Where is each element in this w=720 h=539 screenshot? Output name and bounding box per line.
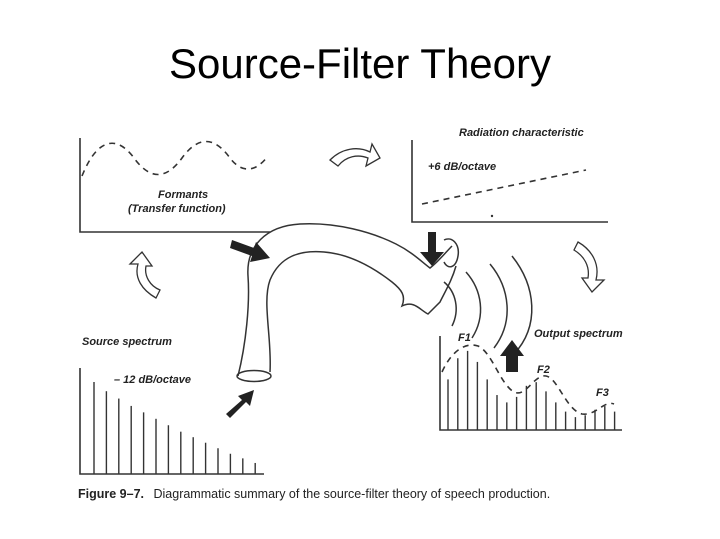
arrow-to-output — [500, 340, 524, 372]
radiation-axes — [411, 140, 608, 223]
vocal-tract-outline — [237, 222, 457, 377]
output-envelope — [441, 344, 615, 415]
figure-caption-text: Diagrammatic summary of the source-filte… — [153, 487, 550, 501]
radiation-dot — [490, 214, 494, 218]
wave-arc-1 — [443, 281, 457, 327]
figure-number: Figure 9–7. — [78, 487, 144, 501]
solid-arrows — [226, 232, 524, 418]
vocal-tract — [236, 222, 460, 383]
output-axes — [439, 336, 622, 431]
cycle-arrows — [128, 142, 606, 299]
transfer-function-label: (Transfer function) — [128, 203, 226, 215]
source-panel: Source spectrum – 12 dB/octave — [79, 336, 264, 475]
radiation-panel: Radiation characteristic +6 dB/octave — [411, 127, 608, 223]
glottis-opening — [236, 369, 272, 383]
formants-axes — [79, 138, 270, 233]
output-spectrum-label: Output spectrum — [534, 328, 623, 340]
source-axes — [79, 368, 264, 475]
curved-arrow-top — [329, 142, 381, 168]
radiation-line — [421, 169, 587, 205]
formants-label: Formants — [158, 189, 208, 201]
arrow-formants-to-tract — [230, 240, 270, 262]
sound-waves — [443, 255, 533, 355]
f3-label: F3 — [596, 387, 609, 399]
wave-arc-3 — [489, 263, 508, 349]
output-bars — [447, 350, 616, 430]
source-bars — [93, 382, 256, 474]
formants-curve — [81, 140, 269, 177]
arrow-radiation-to-lips — [420, 232, 444, 266]
figure-caption: Figure 9–7. Diagrammatic summary of the … — [78, 487, 550, 501]
curved-arrow-right — [573, 241, 606, 294]
lips-outline — [443, 238, 460, 268]
arrow-source-to-glottis — [226, 390, 254, 418]
formants-panel: Formants (Transfer function) — [79, 138, 270, 233]
f2-label: F2 — [537, 364, 550, 376]
curved-arrow-left — [128, 250, 161, 299]
source-spectrum-label: Source spectrum — [82, 336, 172, 348]
f1-label: F1 — [458, 332, 471, 344]
wave-arc-4 — [511, 255, 533, 355]
slide-title: Source-Filter Theory — [168, 40, 552, 87]
plus6-label: +6 dB/octave — [428, 161, 496, 173]
minus12-label: – 12 dB/octave — [114, 374, 191, 386]
radiation-label: Radiation characteristic — [459, 127, 584, 139]
wave-arc-2 — [465, 271, 482, 339]
output-panel: Output spectrum F1 F2 F3 — [439, 328, 623, 431]
